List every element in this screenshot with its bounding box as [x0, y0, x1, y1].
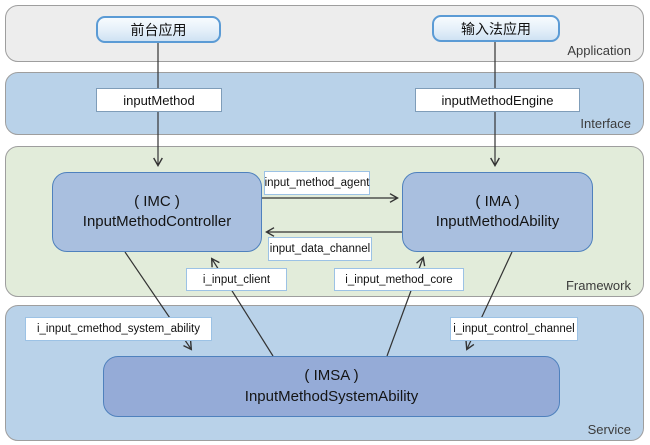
node-input-method-label: inputMethod: [123, 92, 195, 108]
edge-label-i-input-cmethod-system-ability: i_input_cmethod_system_ability: [25, 317, 212, 341]
layer-application-label: Application: [567, 43, 631, 58]
node-imsa-name: InputMethodSystemAbility: [244, 387, 419, 405]
edge-label-i-input-control-channel-text: i_input_control_channel: [453, 323, 575, 335]
edge-label-i-input-client: i_input_client: [186, 268, 287, 291]
edge-label-i-input-control-channel: i_input_control_channel: [450, 317, 578, 341]
edge-label-i-input-client-text: i_input_client: [202, 273, 271, 286]
edge-label-i-input-method-core: i_input_method_core: [334, 268, 464, 291]
node-input-method: inputMethod: [96, 88, 222, 112]
node-frontend-app-label: 前台应用: [130, 21, 187, 38]
edge-label-input-method-agent-text: input_method_agent: [264, 177, 370, 189]
node-ime-app: 输入法应用: [432, 15, 560, 42]
layer-interface-label: Interface: [580, 116, 631, 131]
node-imsa: ( IMSA ) InputMethodSystemAbility: [103, 356, 560, 417]
node-imc-abbr: ( IMC ): [134, 192, 180, 210]
layer-service-label: Service: [587, 422, 631, 437]
edge-label-input-data-channel: input_data_channel: [268, 237, 372, 261]
edge-label-i-input-method-core-text: i_input_method_core: [345, 273, 453, 286]
node-imc: ( IMC ) InputMethodController: [52, 172, 262, 252]
node-frontend-app: 前台应用: [96, 16, 221, 43]
node-ime-app-label: 输入法应用: [461, 20, 531, 37]
node-ima-name: InputMethodAbility: [435, 213, 560, 230]
node-input-method-engine-label: inputMethodEngine: [441, 92, 554, 108]
node-imc-name: InputMethodController: [82, 213, 232, 230]
edge-label-input-data-channel-text: input_data_channel: [269, 243, 371, 255]
node-imsa-abbr: ( IMSA ): [304, 367, 359, 385]
node-ima-abbr: ( IMA ): [475, 192, 520, 210]
edge-label-input-method-agent: input_method_agent: [264, 171, 370, 195]
edge-label-i-input-cmethod-system-ability-text: i_input_cmethod_system_ability: [36, 323, 200, 335]
node-input-method-engine: inputMethodEngine: [415, 88, 580, 112]
node-ima: ( IMA ) InputMethodAbility: [402, 172, 593, 252]
layer-framework-label: Framework: [565, 278, 631, 293]
